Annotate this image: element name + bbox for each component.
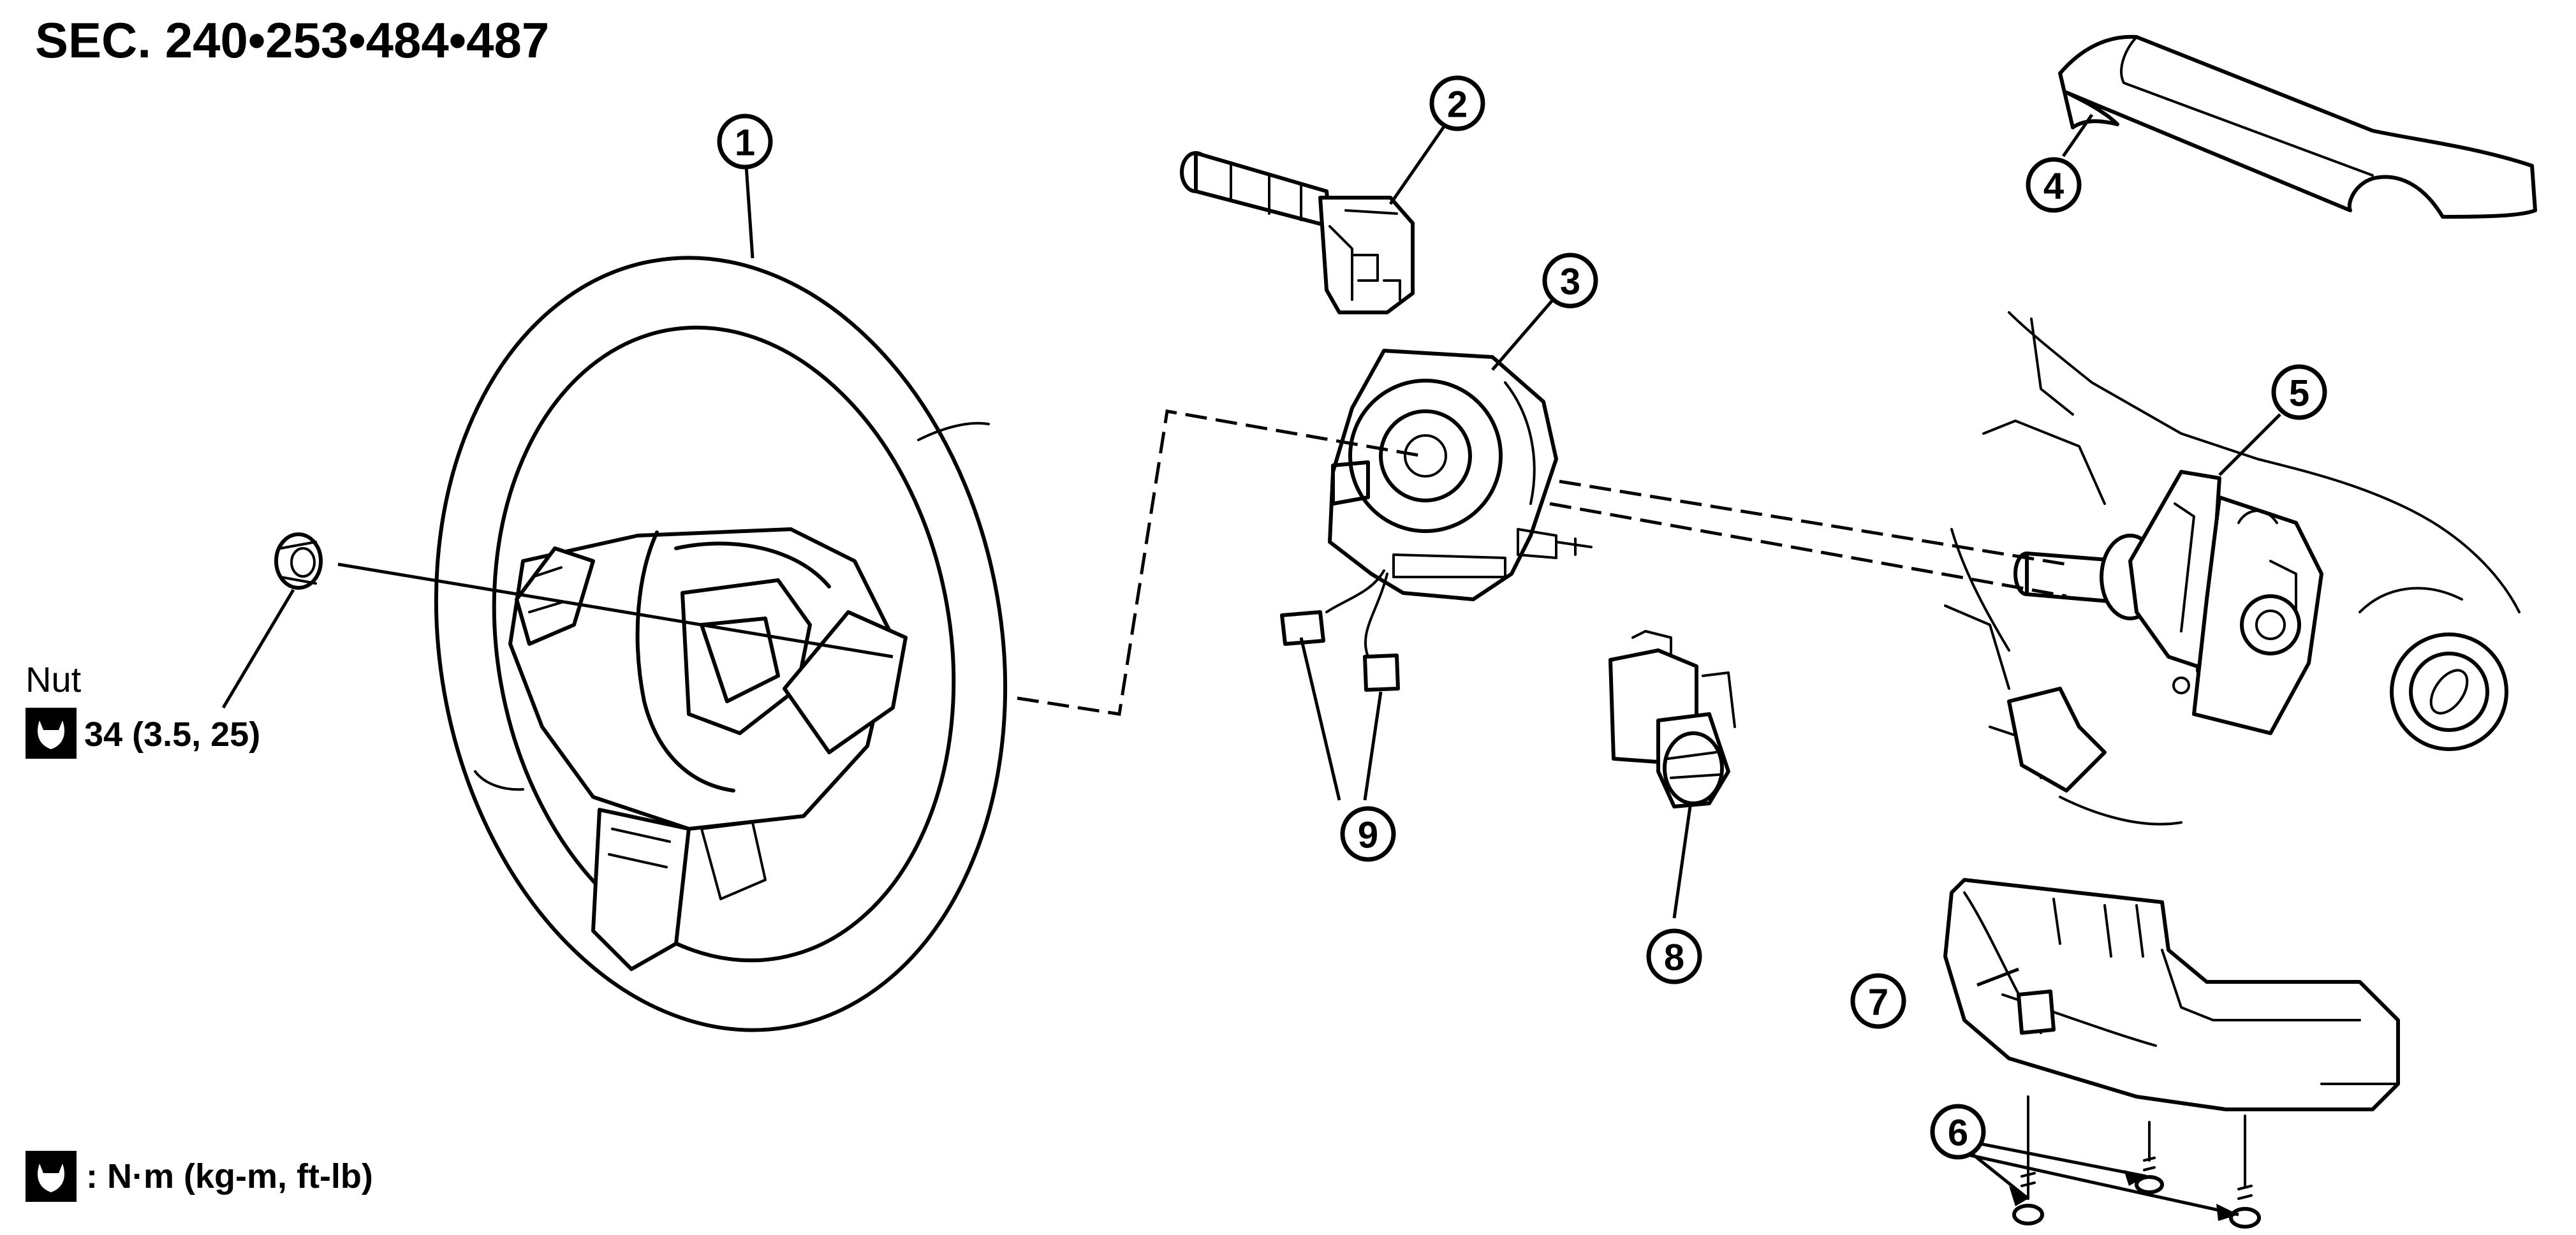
switch-part [1608,630,1736,808]
legend-units-text: : N·m (kg-m, ft-lb) [86,1157,373,1195]
callout-3: 3 [1542,252,1598,309]
svg-text:3: 3 [1560,261,1580,303]
combination-switch [1180,151,1415,314]
callout-5-leader [2218,413,2281,476]
screw-center [2135,1121,2164,1194]
svg-text:9: 9 [1358,815,1378,856]
torque-wrench-icon [26,708,77,759]
svg-text:4: 4 [2043,166,2064,207]
callout-9-leader-a [1299,637,1341,801]
nut-part [274,532,323,590]
callout-8-leader [1672,806,1692,919]
callout-9-leader-b [1363,691,1383,801]
callout-2: 2 [1429,75,1485,131]
nut-torque-value: 34 (3.5, 25) [84,715,260,754]
svg-text:5: 5 [2289,373,2309,414]
callout-8: 8 [1646,928,1702,984]
svg-text:2: 2 [1447,84,1468,126]
wheel-assembly-dashline [1017,409,1423,716]
steering-column-assembly [1944,311,2521,826]
callout-6-leader-b [1967,1139,2147,1178]
callout-4: 4 [2026,157,2082,213]
column-cover-lower [1943,878,2400,1111]
callout-7-leader [1976,967,2019,987]
nut-leader [221,588,295,709]
steering-wheel [434,256,1008,1032]
column-assembly-dashline-upper [1559,479,2067,566]
callout-7: 7 [1850,973,1906,1029]
callout-9: 9 [1340,806,1396,862]
column-cover-upper [2058,34,2537,219]
nut-axis-line [337,562,894,659]
callout-4-leader [2061,113,2094,157]
legend-torque-wrench-icon [26,1151,77,1202]
callout-1-leader [744,165,754,259]
svg-text:1: 1 [735,122,755,164]
callout-1: 1 [717,113,773,170]
column-assembly-dashline-lower [1549,502,2067,598]
svg-text:6: 6 [1948,1113,1968,1154]
callout-6-leader-c [1964,1152,2239,1217]
callout-2-leader [1388,120,1450,205]
nut-label: Nut [26,659,82,699]
section-title: SEC. 240•253•484•487 [35,12,549,68]
callout-5: 5 [2271,364,2327,420]
callout-6: 6 [1930,1104,1986,1160]
spiral-cable [1280,349,1593,692]
svg-text:7: 7 [1868,982,1888,1023]
svg-text:8: 8 [1664,937,1684,979]
screw-right [2229,1114,2261,1229]
screw-left [2012,1095,2044,1225]
callout-3-leader [1491,298,1554,371]
